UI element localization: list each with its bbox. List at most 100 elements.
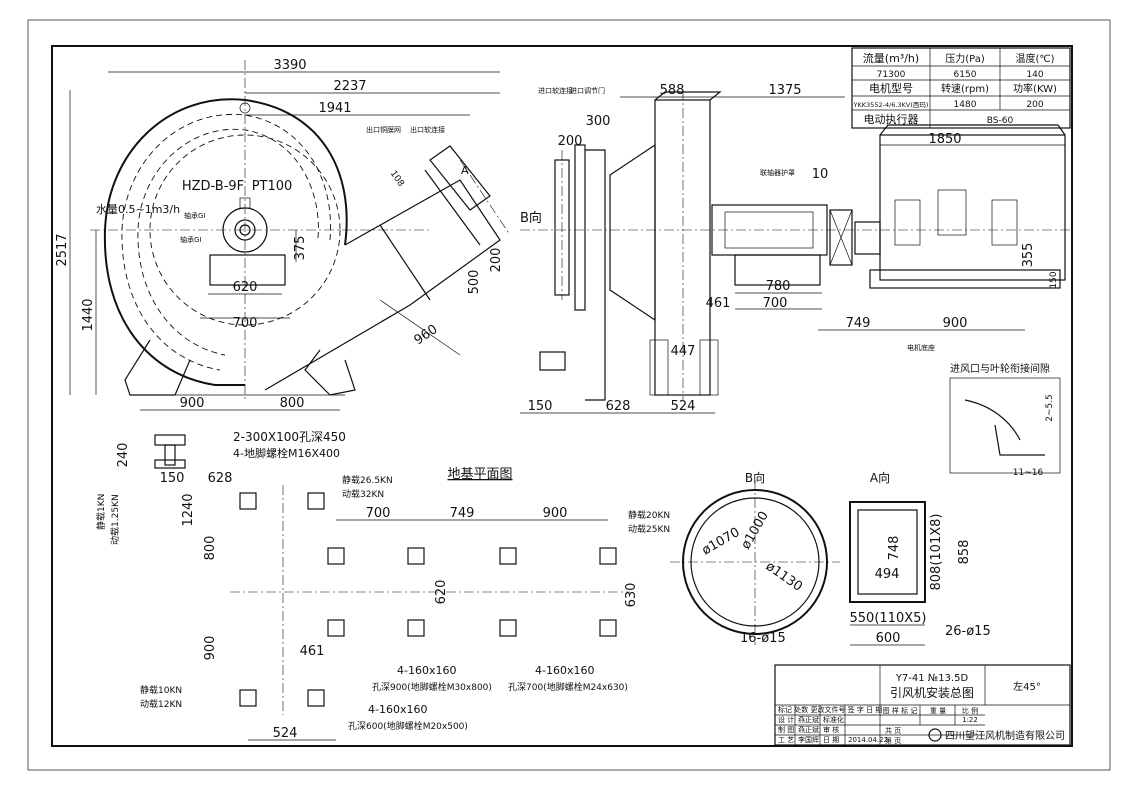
b-dim-1130: ø1130 [763,559,805,595]
dim-200: 200 [489,248,504,273]
title-sheet-no: 第 页 [885,736,901,745]
a-view: A向 748 494 808(101X8) 858 550(110X5) 600… [849,470,991,646]
title-ratio: 1:22 [962,716,978,724]
label-pt100: PT100 [252,179,293,194]
bolt-spec-6: 孔深700(地脚螺栓M24x630) [508,681,628,693]
dim-3390: 3390 [273,58,306,73]
title-company: 四川望江风机制造有限公司 [945,729,1065,742]
fdim-900-2: 900 [543,506,568,521]
title-name: 引风机安装总图 [890,685,974,700]
load-dynamic-4: 动载12KN [140,698,182,710]
side-view: 588 1375 300 200 10 1850 355 150 780 700… [520,83,1070,414]
label-outlet-soft: 出口软连接 [410,125,445,134]
title-name-3: 李国辉 [798,735,819,744]
spec-power-header: 功率(KW) [1013,82,1057,95]
dim-1850: 1850 [928,132,961,147]
title-check-3: 日 期 [823,736,839,744]
fdim-630: 630 [624,583,639,608]
fdim-150: 150 [160,471,185,486]
title-check-2: 审 核 [823,725,839,734]
gap-detail-title: 进风口与叶轮衔接间隙 [950,362,1050,375]
spec-motor-header: 电机型号 [869,81,913,95]
fdim-524: 524 [273,726,298,741]
dim-10: 10 [812,167,829,182]
title-name-1: 燕正斌 [798,715,819,724]
dim-900: 900 [180,396,205,411]
inner-frame [51,45,1073,747]
load-static-4: 静载10KN [140,684,182,696]
b-view-title: B向 [745,470,765,485]
label-bearing-2: 轴承GI [180,235,202,244]
gap-detail: 进风口与叶轮衔接间隙 2~5.5 11~16 [949,362,1061,478]
title-sheet-total: 共 页 [885,726,901,735]
company-logo-icon [928,728,942,742]
dim-800: 800 [280,396,305,411]
dim-500: 500 [467,270,482,295]
title-model: Y7-41 №13.5D [895,673,969,684]
label-coupling-guard: 联轴器护罩 [760,168,795,177]
dim-524: 524 [671,399,696,414]
foundation-plan: 地基平面图 240 150 628 1240 800 900 700 749 9… [95,430,670,741]
dim-620: 620 [233,280,258,295]
dim-588: 588 [660,83,685,98]
spec-flow-value: 71300 [877,70,906,80]
dim-461: 461 [706,296,731,311]
label-outlet-mesh: 出口铜膜网 [366,125,401,134]
a-dim-550: 550(110X5) [850,611,927,626]
spec-pressure-value: 6150 [954,70,977,80]
label-water: 水量0.5~1m3/h [96,203,180,216]
load-dynamic-2: 动载25KN [628,523,670,535]
dim-108: 108 [388,169,406,189]
title-weight-label: 重 量 [930,707,946,715]
spec-power-value: 200 [1026,100,1043,110]
outer-frame [27,19,1111,771]
dim-780: 780 [766,279,791,294]
dim-700: 700 [233,316,258,331]
fdim-749: 749 [450,506,475,521]
label-bearing-1: 轴承GI [184,211,206,220]
fdim-800: 800 [203,536,218,561]
bolt-spec-5: 4-160x160 [535,664,594,677]
a-dim-858: 858 [957,540,972,565]
dim-1941: 1941 [318,101,351,116]
title-row-2: 制 图 [778,725,794,734]
spec-temp-header: 温度(℃) [1015,52,1054,65]
load-static-2: 静载20KN [628,509,670,521]
a-dim-808: 808(101X8) [929,514,944,591]
dim-300: 300 [586,114,611,129]
spec-speed-header: 转速(rpm) [941,82,989,95]
label-inlet-soft: 进口软连接 [538,86,573,95]
title-check-1: 标准化 [823,715,844,724]
dim-200-side: 200 [558,134,583,149]
spec-table: 流量(m³/h) 压力(Pa) 温度(℃) 71300 6150 140 电机型… [851,47,1071,129]
spec-motor-value: YKK3552-4/6.3KV(西玛) [853,101,929,109]
title-block: Y7-41 №13.5D 引风机安装总图 左45° 图 样 标 记 重 量 比 … [774,664,1071,746]
load-dynamic-3: 动载1.25KN [109,494,121,545]
a-view-title: A向 [870,470,890,485]
b-dim-holes: 16-ø15 [740,631,786,646]
front-view: 3390 2237 1941 2517 1440 620 700 375 960… [55,58,511,411]
dim-960: 960 [412,322,441,348]
dim-2237: 2237 [333,79,366,94]
a-dim-494: 494 [875,567,900,582]
bolt-spec-2: 4-地脚螺栓M16X400 [233,446,340,460]
spec-pressure-header: 压力(Pa) [945,52,985,65]
title-orientation: 左45° [1013,680,1041,693]
label-a-arrow: A [461,164,469,177]
bolt-spec-3: 4-160x160 [397,664,456,677]
dim-150-base: 150 [528,399,553,414]
label-b-arrow: B向 [520,210,542,226]
title-row-3: 工 艺 [778,736,794,744]
fdim-628: 628 [208,471,233,486]
bolt-spec-4: 孔深900(地脚螺栓M30x800) [372,681,492,693]
spec-actuator-value: BS-60 [987,116,1014,126]
dim-375: 375 [293,236,308,261]
dim-447: 447 [671,344,696,359]
b-dim-1070: ø1070 [700,525,743,559]
dim-900-side: 900 [943,316,968,331]
a-dim-748: 748 [887,536,902,561]
b-dim-1000: ø1000 [738,509,772,552]
fdim-700: 700 [366,506,391,521]
fdim-461: 461 [300,644,325,659]
